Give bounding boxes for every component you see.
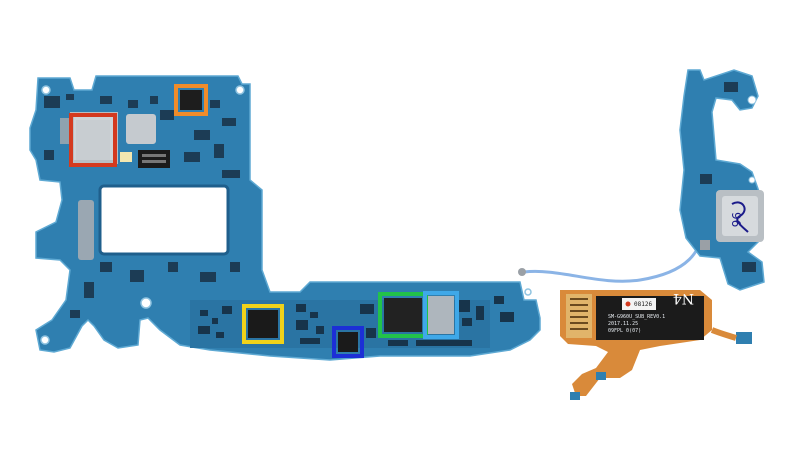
svg-text:96: 96 [729,212,743,227]
light-blue-box [423,291,459,339]
highlight-boxes [69,84,459,358]
chip-yellow [248,310,278,338]
flex-sticker-text: 08126 [634,301,652,308]
flex-print-line-2: 2017.11.25 [608,321,638,327]
flex-cable: 08126 SM-G960U_SUB_REV0.1 2017.11.25 09F… [560,290,752,400]
flex-print-line-1: SM-G960U_SUB_REV0.1 [608,314,665,320]
chip-blue [338,332,358,352]
red-box [69,113,117,167]
side-bracket [78,200,94,260]
chip-light-blue [428,296,454,334]
board-cutout [100,186,228,254]
yellow-box [242,304,284,344]
orange-box [174,84,208,116]
main-board-pcb [29,75,541,361]
blue-box [332,326,364,358]
chip-green [384,298,422,332]
antenna-cable [518,119,707,283]
chip-red [76,120,110,160]
sub-board: 96 [679,69,765,291]
flex-sticker [622,298,656,310]
main-logic-board [29,75,541,361]
shield-can-top [126,114,156,144]
flex-print-line-3: 09FPL 0(07) [608,328,641,334]
flex-marker-n4: N4 [673,290,694,306]
chip-orange [180,90,202,110]
battery-connector [138,150,170,168]
smd-components [44,94,240,318]
